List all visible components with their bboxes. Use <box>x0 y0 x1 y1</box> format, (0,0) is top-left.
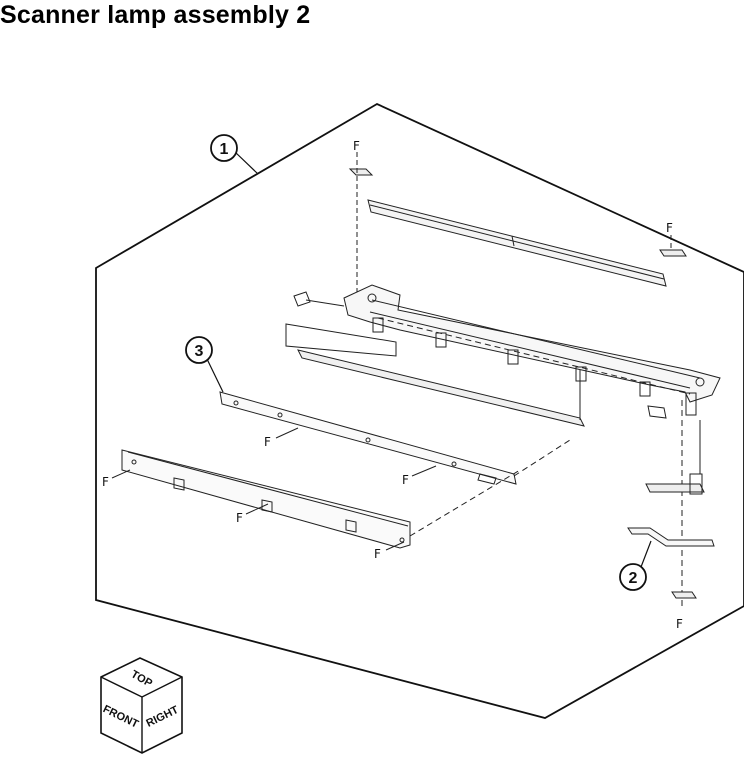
fastener-bar3-right: F <box>402 465 437 487</box>
page-title: Scanner lamp assembly 2 <box>0 1 311 29</box>
svg-text:F: F <box>402 473 409 487</box>
svg-text:F: F <box>374 547 381 561</box>
fastener-top-right: F <box>666 221 673 235</box>
svg-text:F: F <box>264 435 271 449</box>
fastener-lower-middle: F <box>236 503 269 525</box>
orientation-cube: TOP FRONT RIGHT <box>100 657 183 754</box>
fastener-bar3-left: F <box>264 427 299 449</box>
callout-1-label: 1 <box>220 141 229 158</box>
cable-assembly <box>627 400 715 608</box>
svg-text:F: F <box>102 475 109 489</box>
enclosure-outline <box>95 102 744 719</box>
fastener-lower-right: F <box>374 541 405 561</box>
callout-1[interactable]: 1 <box>210 134 259 175</box>
callout-2-label: 2 <box>629 570 638 587</box>
callout-2[interactable]: 2 <box>619 540 652 591</box>
svg-text:F: F <box>676 617 683 631</box>
fastener-labels: F F F F F F F F <box>102 139 683 631</box>
fastener-lower-left: F <box>102 469 131 489</box>
svg-text:F: F <box>236 511 243 525</box>
top-right-bracket <box>659 235 687 257</box>
svg-text:F: F <box>353 139 360 153</box>
lamp-tube <box>367 199 667 287</box>
top-left-bracket <box>348 152 374 296</box>
svg-text:F: F <box>666 221 673 235</box>
bar-3 <box>219 391 571 485</box>
callout-3[interactable]: 3 <box>185 336 224 393</box>
fastener-top-left: F <box>353 139 360 153</box>
lower-bracket-bar <box>121 449 521 549</box>
fastener-bottom-right: F <box>676 617 683 631</box>
reflector-panel <box>285 323 585 427</box>
callout-3-label: 3 <box>195 343 204 360</box>
lamp-carriage-frame <box>293 284 721 416</box>
